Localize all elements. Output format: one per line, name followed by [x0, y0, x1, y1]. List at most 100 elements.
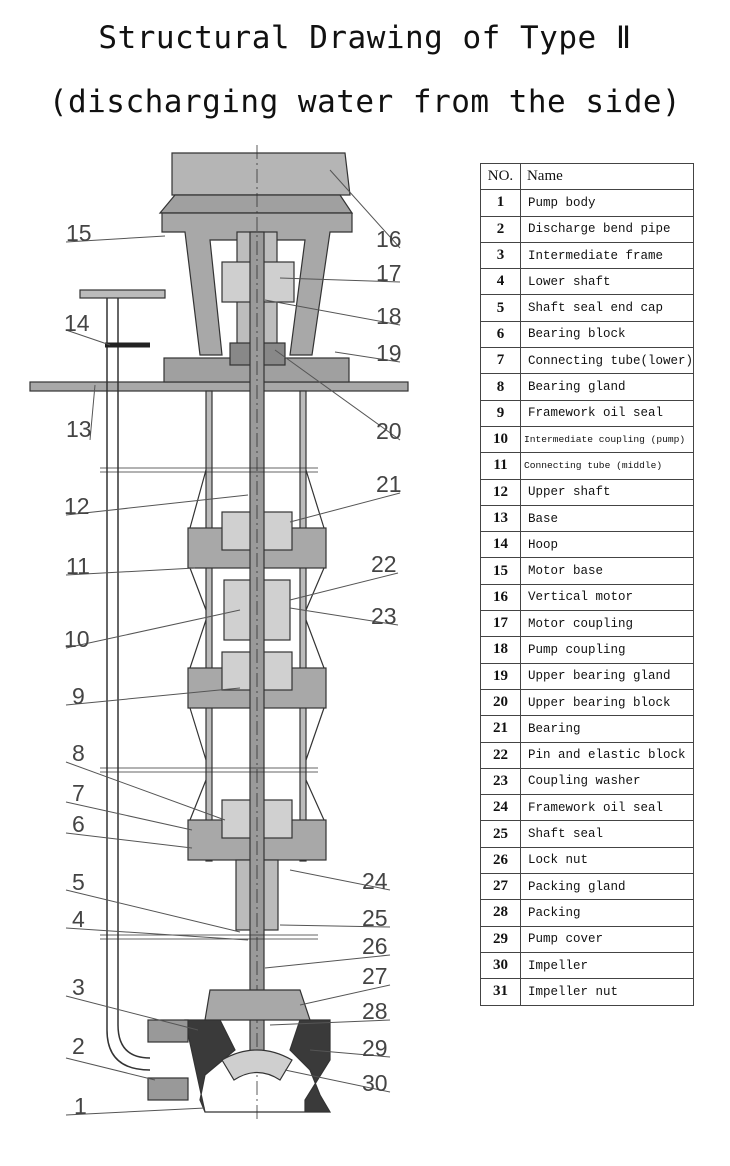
part-number: 12 — [480, 478, 521, 506]
callout-21: 21 — [376, 471, 402, 497]
part-name: Intermediate coupling (pump) — [519, 425, 695, 454]
callout-18: 18 — [376, 303, 402, 329]
part-name: Lock nut — [519, 846, 695, 875]
callout-2: 2 — [72, 1033, 85, 1059]
part-number: 27 — [480, 873, 521, 901]
part-name: Pump coupling — [519, 636, 695, 664]
part-number: 4 — [480, 268, 521, 296]
part-name: Bearing block — [519, 320, 695, 349]
pump-assembly — [29, 145, 409, 1120]
callout-24: 24 — [362, 868, 388, 894]
part-name: Pump cover — [519, 925, 695, 953]
callout-11: 11 — [66, 553, 90, 579]
part-name: Vertical motor — [519, 583, 695, 612]
part-number: 21 — [480, 715, 521, 743]
part-number: 26 — [480, 846, 521, 875]
part-number: 11 — [480, 452, 521, 480]
part-number: 14 — [480, 531, 521, 559]
part-number: 13 — [480, 504, 521, 533]
column-header-name: Name — [519, 162, 695, 191]
part-number: 1 — [480, 189, 521, 217]
callout-19: 19 — [376, 340, 402, 366]
part-name: Impeller nut — [519, 978, 695, 1006]
part-name: Upper bearing gland — [519, 662, 695, 690]
part-number: 23 — [480, 767, 521, 796]
part-number: 28 — [480, 899, 521, 927]
part-number: 6 — [480, 320, 521, 349]
callout-22: 22 — [371, 551, 397, 577]
part-number: 18 — [480, 636, 521, 664]
base-plate — [29, 381, 409, 392]
part-name: Motor coupling — [519, 610, 695, 638]
part-name: Motor base — [519, 557, 695, 585]
callout-3: 3 — [72, 974, 85, 1000]
vertical-motor — [171, 152, 351, 196]
part-number: 29 — [480, 925, 521, 953]
part-number: 20 — [480, 688, 521, 717]
part-name: Connecting tube (middle) — [519, 452, 695, 480]
callout-20: 20 — [376, 418, 402, 444]
leader-lines — [65, 169, 401, 1116]
part-number: 30 — [480, 951, 521, 980]
callout-8: 8 — [72, 740, 85, 766]
callout-25: 25 — [362, 905, 388, 931]
part-number: 17 — [480, 610, 521, 638]
motor-base — [161, 212, 353, 356]
part-name: Shaft seal end cap — [519, 294, 695, 322]
part-number: 15 — [480, 557, 521, 585]
part-number: 10 — [480, 425, 521, 454]
title-line-1: Structural Drawing of Type Ⅱ — [98, 20, 632, 56]
callout-7: 7 — [72, 780, 85, 806]
part-number: 25 — [480, 820, 521, 848]
part-number: 2 — [480, 215, 521, 243]
discharge-pipe — [106, 290, 151, 1071]
callout-15: 15 — [66, 220, 92, 246]
part-number: 3 — [480, 241, 521, 270]
part-number: 9 — [480, 399, 521, 427]
part-name: Bearing — [519, 715, 695, 743]
part-name: Connecting tube(lower) — [519, 347, 695, 375]
part-name: Pin and elastic block — [519, 741, 695, 769]
part-name: Impeller — [519, 951, 695, 980]
part-name: Discharge bend pipe — [519, 215, 695, 243]
callout-6: 6 — [72, 811, 85, 837]
part-name: Bearing gland — [519, 373, 695, 401]
callout-9: 9 — [72, 683, 85, 709]
part-name: Shaft seal — [519, 820, 695, 848]
callout-17: 17 — [376, 260, 402, 286]
part-number: 7 — [480, 347, 521, 375]
callout-30: 30 — [362, 1070, 388, 1096]
part-number: 5 — [480, 294, 521, 322]
callout-13: 13 — [66, 416, 92, 442]
title-line-2: (discharging water from the side) — [48, 84, 682, 120]
part-name: Packing gland — [519, 873, 695, 901]
part-name: Base — [519, 504, 695, 533]
part-name: Coupling washer — [519, 767, 695, 796]
part-name: Framework oil seal — [519, 794, 695, 822]
callout-26: 26 — [362, 933, 388, 959]
callout-1: 1 — [74, 1093, 87, 1119]
callout-27: 27 — [362, 963, 388, 989]
